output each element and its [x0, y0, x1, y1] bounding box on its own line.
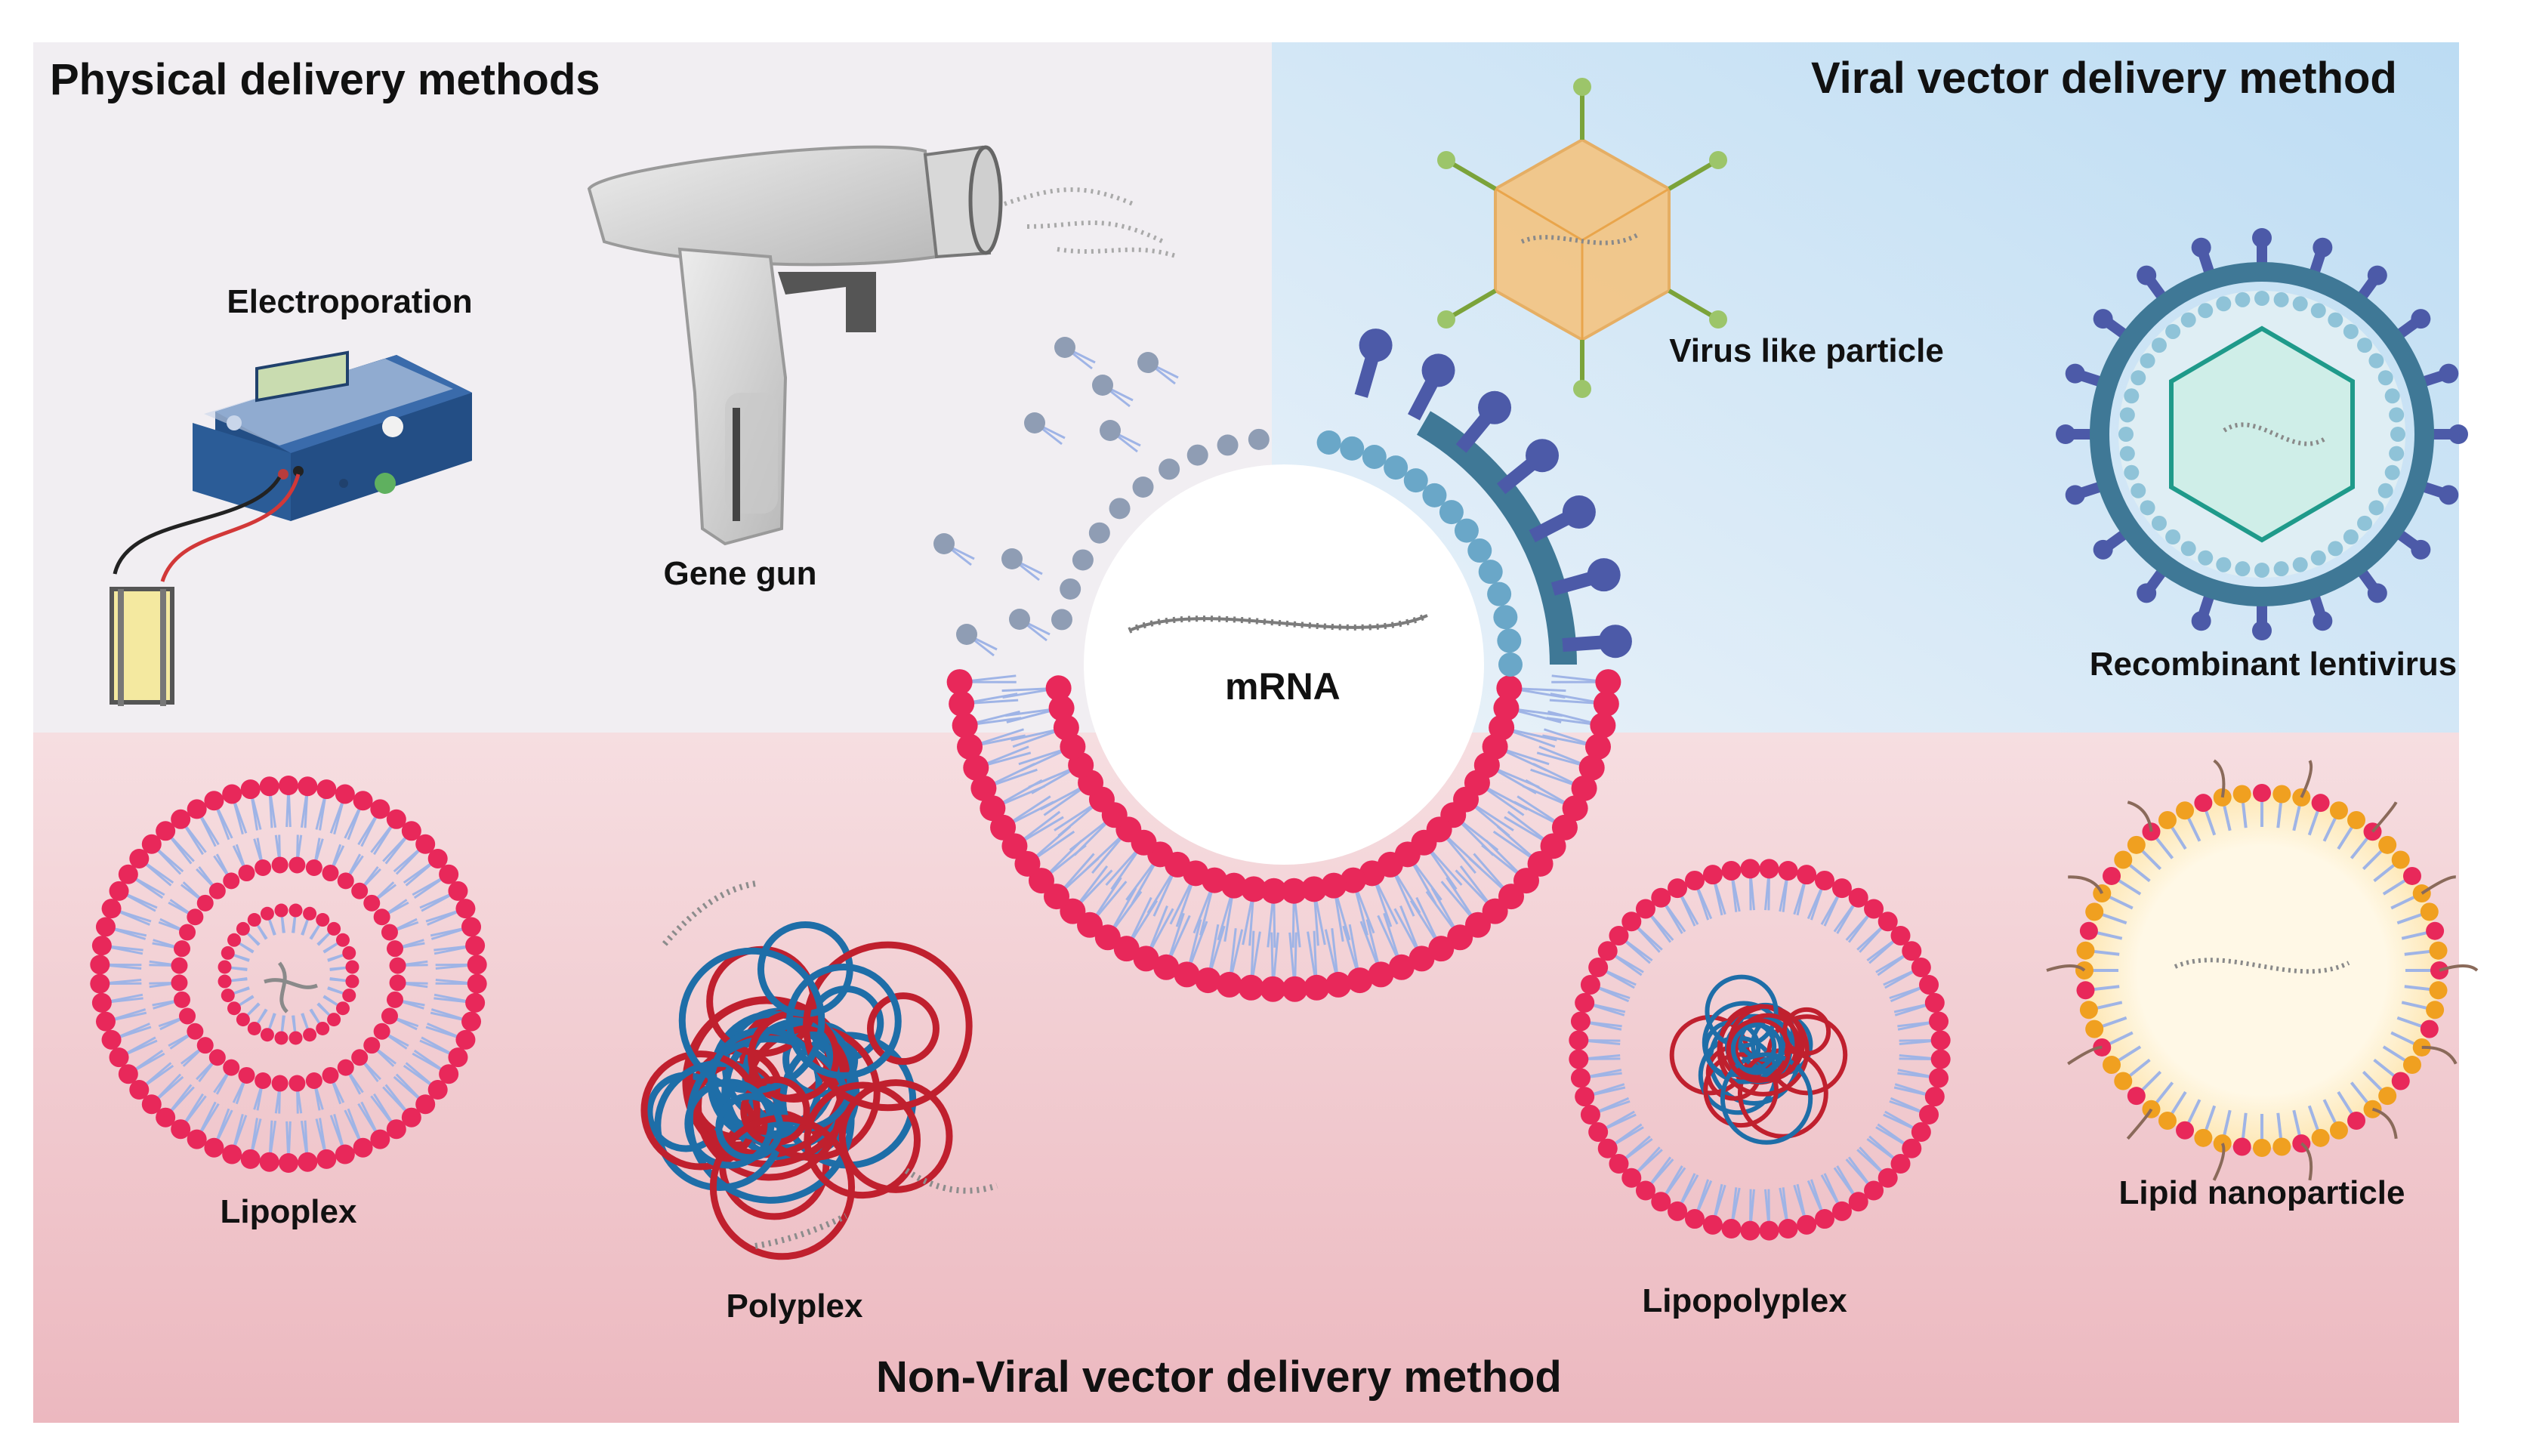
recombinant-lentivirus-drawing: [2056, 228, 2468, 640]
lipid-nanoparticle-drawing: [2046, 759, 2479, 1181]
lipopolyplex-label: Lipopolyplex: [1642, 1282, 1847, 1319]
physical-section-title: Physical delivery methods: [50, 55, 600, 104]
lipopolyplex-drawing: [1569, 859, 1951, 1241]
gene-gun-label: Gene gun: [663, 555, 817, 592]
physical-panel: [33, 42, 1272, 733]
polyplex-label: Polyplex: [726, 1288, 863, 1325]
viral-section-title: Viral vector delivery method: [1811, 54, 2397, 103]
lipoplex-drawing: [90, 776, 487, 1173]
gene-gun-device: [587, 145, 1179, 546]
non-viral-section-title: Non-Viral vector delivery method: [876, 1353, 1562, 1402]
lipoplex-label: Lipoplex: [220, 1193, 357, 1230]
virus-like-particle-drawing: [1437, 78, 1727, 398]
virus-like-particle-label: Virus like particle: [1669, 332, 1944, 369]
electroporation-label: Electroporation: [227, 283, 473, 320]
mrna-label: mRNA: [1225, 665, 1341, 708]
lipid-nanoparticle-label: Lipid nanoparticle: [2118, 1174, 2405, 1211]
recombinant-lentivirus-label: Recombinant lentivirus: [2089, 646, 2458, 683]
central-mrna-carrier: [933, 329, 1632, 1002]
polyplex-drawing: [640, 881, 998, 1260]
electroporation-device: [110, 350, 472, 706]
